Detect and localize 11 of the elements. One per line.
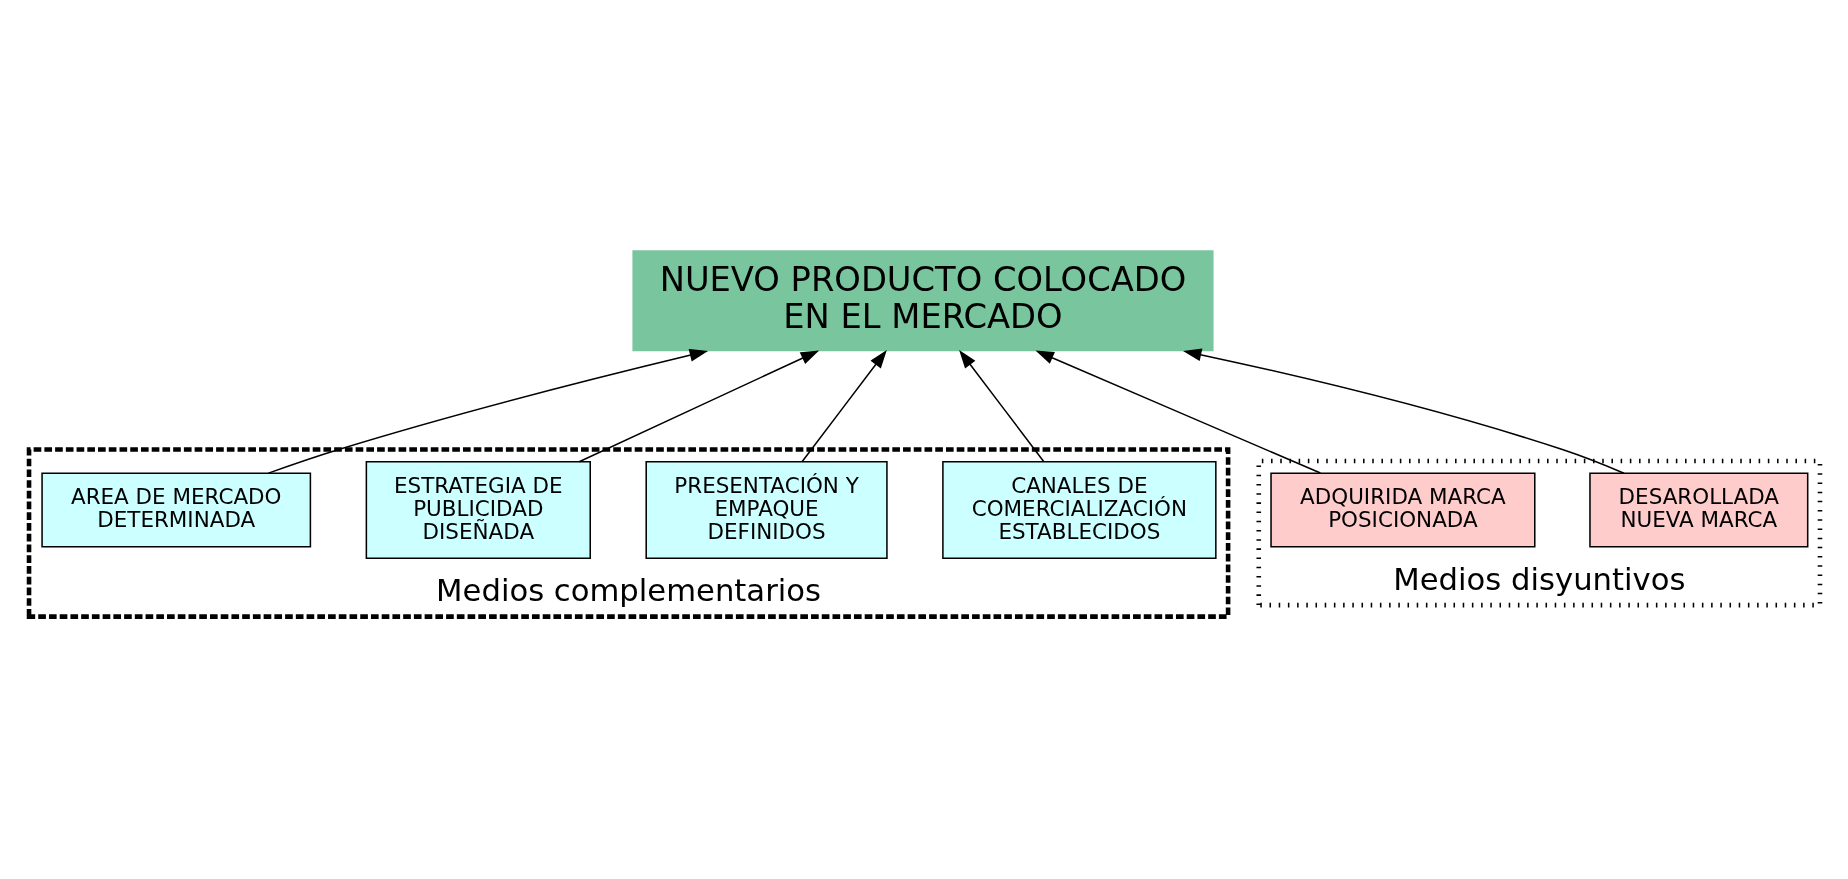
arrow [577,350,819,463]
node-box: AREA DE MERCADO DETERMINADA [40,472,311,548]
node-box: ADQUIRIDA MARCA POSICIONADA [1269,472,1536,548]
arrow [958,349,1045,463]
arrow [800,349,887,463]
node-box: CANALES DE COMERCIALIZACIÓN ESTABLECIDOS [941,460,1217,560]
arrow [267,348,708,474]
node-box: DESAROLLADA NUEVA MARCA [1588,472,1808,548]
node-box: ESTRATEGIA DE PUBLICIDAD DISEÑADA [365,460,591,560]
node-box: PRESENTACIÓN Y EMPAQUE DEFINIDOS [644,460,888,560]
node-box: NUEVO PRODUCTO COLOCADO EN EL MERCADO [631,250,1214,352]
